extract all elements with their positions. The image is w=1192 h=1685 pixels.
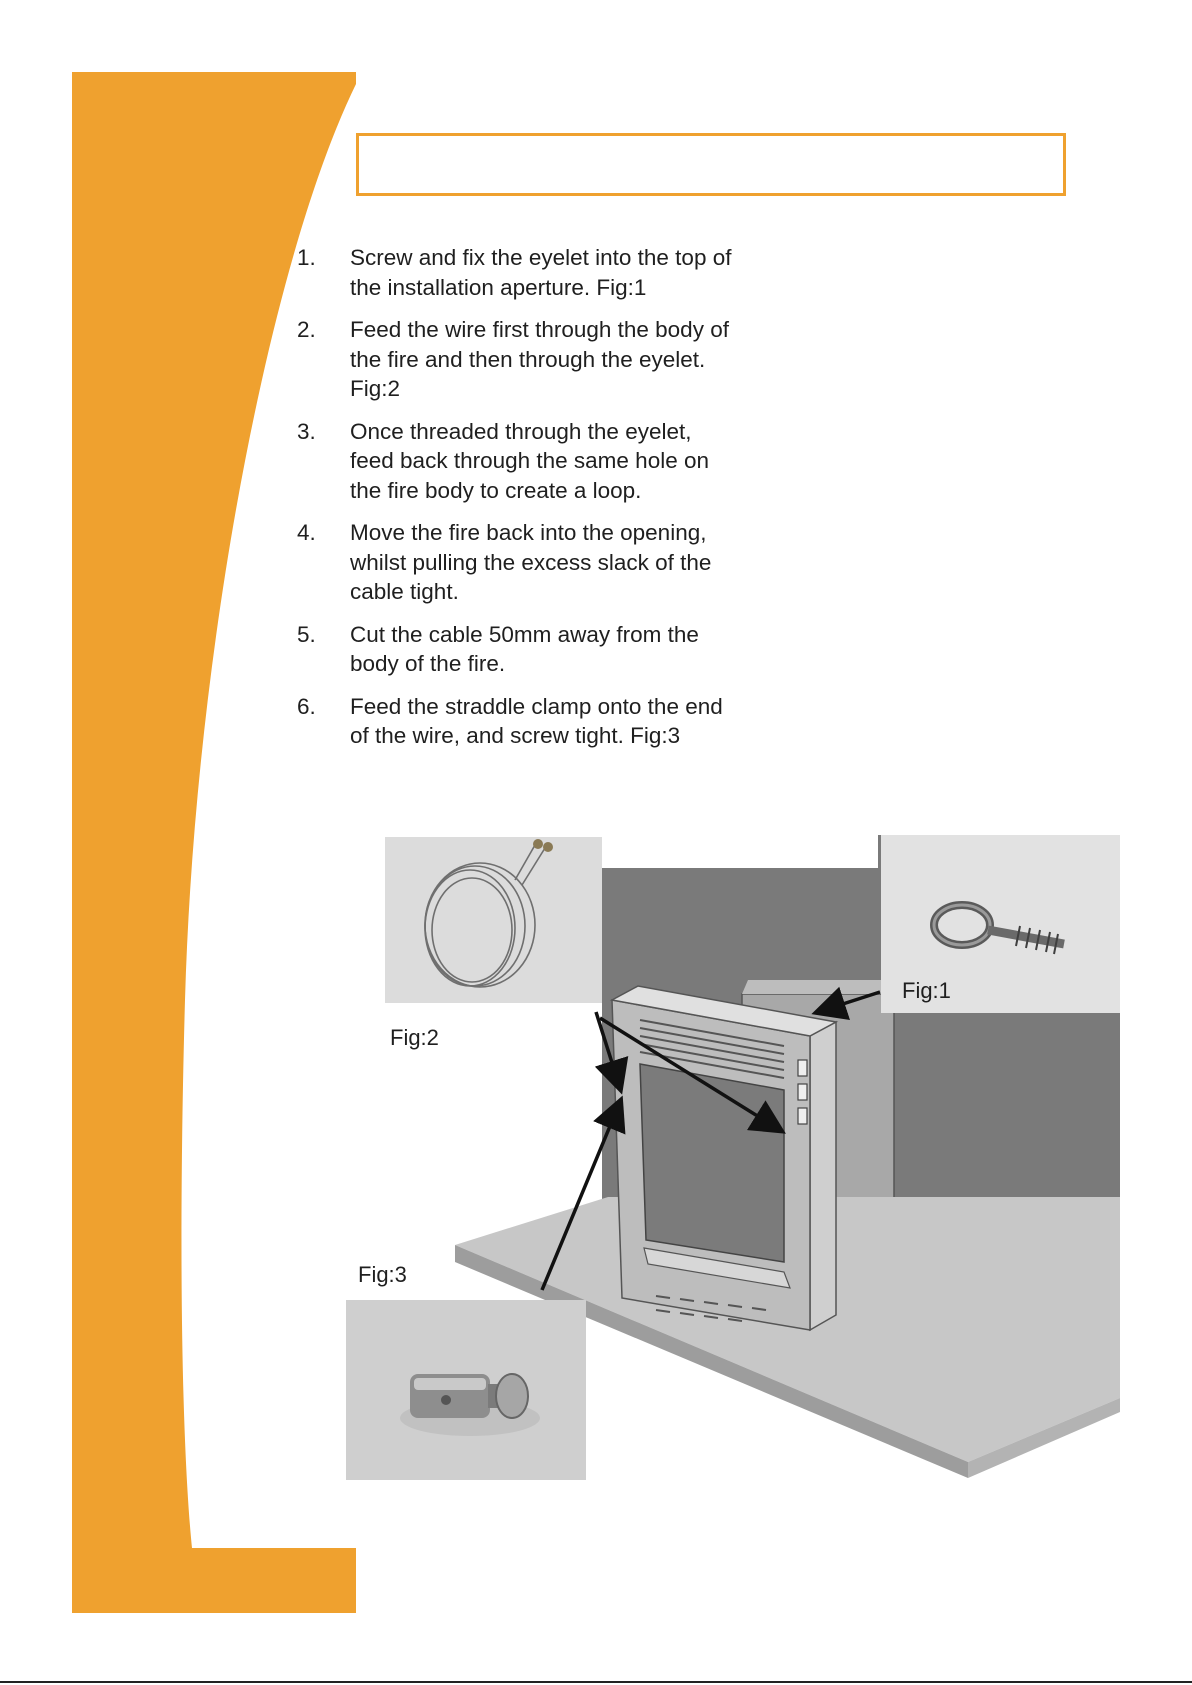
step-number: 5. [297,621,316,647]
step-text: Move the fire back into the opening, whi… [350,520,712,604]
fig3-clamp-photo [346,1300,586,1480]
step-item: 6. Feed the straddle clamp onto the end … [297,692,737,751]
step-text: Once threaded through the eyelet, feed b… [350,418,710,503]
fire-top-grille [639,1019,785,1079]
step-number: 1. [297,245,316,270]
fire-glass-panel [639,1063,785,1263]
instruction-steps: 1. Screw and fix the eyelet into the top… [297,243,737,764]
step-item: 1. Screw and fix the eyelet into the top… [297,243,737,302]
step-text: Feed the wire first through the body of … [350,317,729,401]
footer-rule [0,1681,1192,1683]
step-text: Screw and fix the eyelet into the top of… [350,245,732,300]
step-number: 4. [297,520,316,545]
callout-arrows [540,986,881,1291]
step-text: Feed the straddle clamp onto the end of … [350,693,723,749]
fig2-arrow-right [599,1016,786,1134]
step-item: 5. Cut the cable 50mm away from the body… [297,620,737,679]
step-item: 3. Once threaded through the eyelet, fee… [297,417,737,506]
fig3-arrow [540,1095,626,1291]
step-text: Cut the cable 50mm away from the body of… [350,621,699,677]
fig2-wire-photo [385,837,602,1003]
fig1-label: Fig:1 [902,978,951,1003]
fig1-eyelet-photo [881,835,1120,1013]
fig1-arrow [811,986,881,1021]
fire-side-panel [809,1020,837,1332]
fire-bottom-vents [655,1295,767,1322]
step-item: 2. Feed the wire first through the body … [297,315,737,404]
step-number: 2. [297,317,316,342]
fig2-label: Fig:2 [390,1025,439,1050]
step-item: 4. Move the fire back into the opening, … [297,518,737,607]
step-number: 3. [297,418,316,444]
fig2-arrow-left [594,1011,629,1095]
step-number: 6. [297,693,316,719]
section-header-box [356,133,1066,196]
fire-control-switches [797,1059,808,1125]
fig3-label: Fig:3 [358,1262,407,1287]
